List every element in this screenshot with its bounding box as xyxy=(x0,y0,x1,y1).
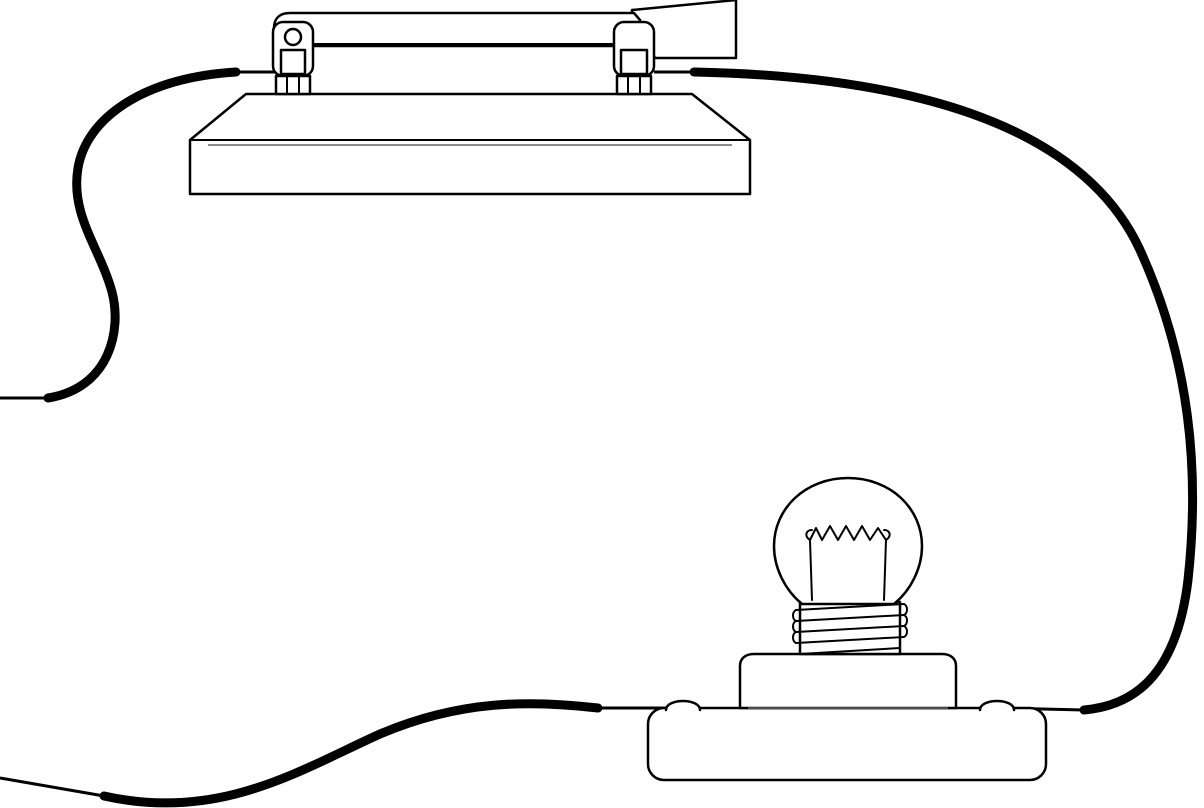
bulb-filament xyxy=(805,525,891,601)
wire-bottom-lead-end xyxy=(0,776,105,798)
wires xyxy=(0,67,1198,808)
wire-bottom xyxy=(99,699,603,808)
bulb-socket xyxy=(738,652,958,710)
knife-switch-icon xyxy=(188,0,752,196)
switch-right-terminal xyxy=(612,20,656,96)
bulb-globe xyxy=(772,476,924,606)
switch-base xyxy=(188,92,752,196)
bulb-right-screw xyxy=(978,699,1016,712)
light-bulb-icon xyxy=(646,476,1048,782)
bulb-left-screw xyxy=(664,699,702,712)
switch-blade xyxy=(272,11,642,48)
wire-left xyxy=(43,67,241,403)
switch-left-terminal xyxy=(271,20,315,96)
wire-switch-to-bulb xyxy=(689,67,1198,715)
bulb-base-plate xyxy=(646,706,1048,782)
bulb-thread xyxy=(792,600,908,656)
